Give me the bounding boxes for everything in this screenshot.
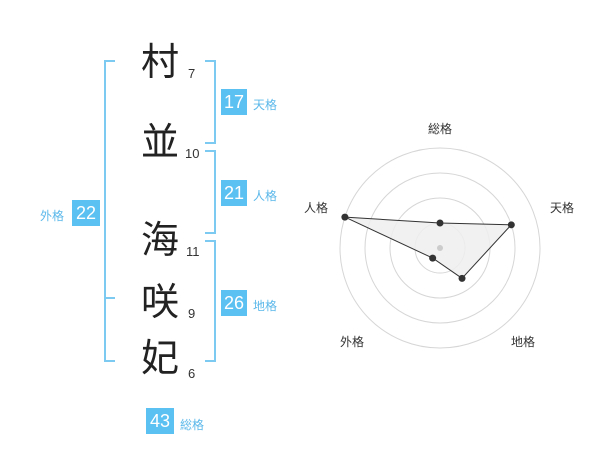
stroke-count-2: 10 [185, 146, 200, 161]
name-char-3: 海 [141, 218, 180, 262]
gaikaku-bracket [104, 60, 115, 362]
radar-label-soukaku: 総格 [428, 121, 452, 136]
stroke-count-3: 11 [186, 244, 200, 259]
radar-point-2 [507, 221, 515, 229]
radar-label-jinkaku: 人格 [304, 200, 328, 215]
tenkaku-label: 天格 [253, 98, 278, 112]
stroke-count-1: 7 [188, 66, 196, 81]
fortune-radar-chart: 総格 天格 地格 外格 人格 [304, 121, 574, 349]
radar-point-5 [341, 213, 349, 221]
radar-label-chikaku: 地格 [511, 334, 535, 349]
radar-center-dot [437, 245, 443, 251]
radar-grid-ring [364, 172, 516, 324]
jinkaku-bracket [205, 150, 216, 234]
name-char-2: 並 [141, 120, 180, 164]
name-char-5: 妃 [141, 336, 180, 380]
gaikaku-label: 外格 [40, 209, 65, 223]
gaikaku-bracket-mid-tick [104, 297, 115, 299]
name-char-1: 村 [141, 40, 180, 84]
radar-point-3 [458, 274, 466, 282]
name-char-4: 咲 [141, 280, 180, 324]
radar-points [341, 213, 515, 282]
stroke-count-5: 6 [188, 366, 196, 381]
chikaku-label: 地格 [253, 299, 278, 313]
radar-grid [339, 147, 541, 349]
tenkaku-value: 17 [221, 89, 247, 115]
chikaku-bracket [205, 240, 216, 362]
radar-value-area [344, 216, 513, 279]
soukaku-label: 総格 [180, 418, 205, 432]
radar-grid-ring [339, 147, 541, 349]
jinkaku-label: 人格 [253, 189, 278, 203]
radar-label-gaikaku: 外格 [340, 334, 364, 349]
soukaku-value: 43 [146, 408, 174, 434]
chikaku-value: 26 [221, 290, 247, 316]
radar-point-4 [429, 254, 437, 262]
tenkaku-bracket [205, 60, 216, 144]
stroke-count-4: 9 [188, 306, 196, 321]
radar-point-1 [436, 219, 444, 227]
jinkaku-value: 21 [221, 180, 247, 206]
gaikaku-value: 22 [72, 200, 100, 226]
radar-label-tenkaku: 天格 [550, 200, 574, 215]
